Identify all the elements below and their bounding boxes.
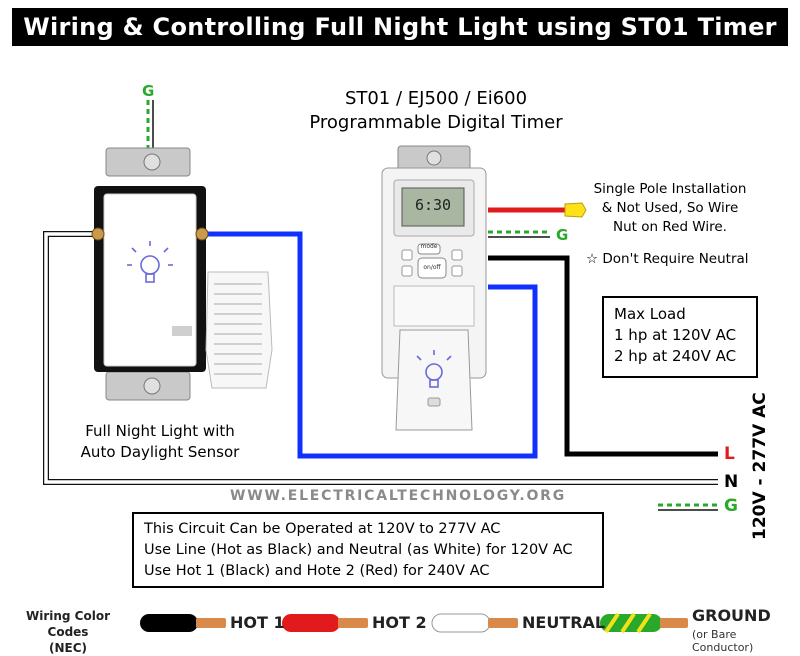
max-load-line-1: 1 hp at 120V AC xyxy=(614,326,737,344)
max-load-line-2: 2 hp at 240V AC xyxy=(614,347,737,365)
timer-models-label: ST01 / EJ500 / Ei600 xyxy=(344,88,528,109)
max-load-box: Max Load 1 hp at 120V AC 2 hp at 240V AC xyxy=(602,296,758,378)
line-wire-black xyxy=(488,255,718,457)
legend-ground-wire xyxy=(600,612,688,634)
circuit-note-box: This Circuit Can be Operated at 120V to … xyxy=(132,512,604,588)
timer-display-value: 6:30 xyxy=(414,196,452,214)
ground-wire-top xyxy=(146,100,154,150)
circuit-note-line-2: Use Line (Hot as Black) and Neutral (as … xyxy=(144,542,573,558)
circuit-note-line-1: This Circuit Can be Operated at 120V to … xyxy=(144,521,501,537)
watermark: WWW.ELECTRICALTECHNOLOGY.ORG xyxy=(230,488,567,504)
red-wire-note-line-1: Single Pole Installation xyxy=(593,181,747,197)
terminal-N: N xyxy=(724,472,739,492)
timer-subtitle-label: Programmable Digital Timer xyxy=(309,112,563,133)
timer-device xyxy=(381,145,487,431)
red-wire-note-line-2: & Not Used, So Wire xyxy=(601,200,739,216)
red-wire-note: Single Pole Installation & Not Used, So … xyxy=(582,180,758,237)
supply-ground-wire xyxy=(658,503,718,511)
legend-ground-label: GROUND xyxy=(692,606,771,625)
legend-hot1-wire xyxy=(140,614,226,632)
night-light-label-line-2: Auto Daylight Sensor xyxy=(80,443,240,461)
night-light-grille xyxy=(205,271,273,389)
timer-onoff-button-label: on/off xyxy=(423,264,441,271)
wire-nut xyxy=(564,202,587,218)
neutral-note: ☆ Don't Require Neutral xyxy=(586,251,749,267)
legend-neutral-wire xyxy=(431,613,518,633)
timer-ground-label: G xyxy=(556,226,569,244)
supply-voltage-label: 120V - 277V AC xyxy=(750,392,770,540)
legend-ground-note: (or Bare Conductor) xyxy=(692,628,754,654)
night-light-label: Full Night Light with Auto Daylight Sens… xyxy=(70,421,250,463)
legend-title-line-1: Wiring Color Codes xyxy=(25,609,111,639)
terminal-G: G xyxy=(724,496,738,516)
load-wire-blue xyxy=(206,231,538,459)
circuit-note-line-3: Use Hot 1 (Black) and Hote 2 (Red) for 2… xyxy=(144,563,490,579)
night-light-device xyxy=(91,147,209,401)
legend-hot1-label: HOT 1 xyxy=(230,613,285,632)
ground-top-label: G xyxy=(142,82,155,100)
night-light-label-line-1: Full Night Light with xyxy=(85,422,235,440)
page-title: Wiring & Controlling Full Night Light us… xyxy=(12,8,788,46)
timer-ground-wire xyxy=(488,230,550,238)
max-load-title: Max Load xyxy=(614,305,686,323)
timer-bulb-icon xyxy=(416,350,452,388)
legend-hot2-label: HOT 2 xyxy=(372,613,427,632)
red-wire-note-line-3: Nut on Red Wire. xyxy=(613,219,727,235)
legend-neutral-label: NEUTRAL xyxy=(522,613,606,632)
timer-mode-button-label: mode xyxy=(420,243,438,250)
legend-title: Wiring Color Codes (NEC) xyxy=(12,608,124,656)
bulb-icon xyxy=(127,241,173,283)
terminal-L: L xyxy=(724,444,735,464)
legend-hot2-wire xyxy=(282,614,368,632)
legend-title-line-2: (NEC) xyxy=(48,641,87,655)
